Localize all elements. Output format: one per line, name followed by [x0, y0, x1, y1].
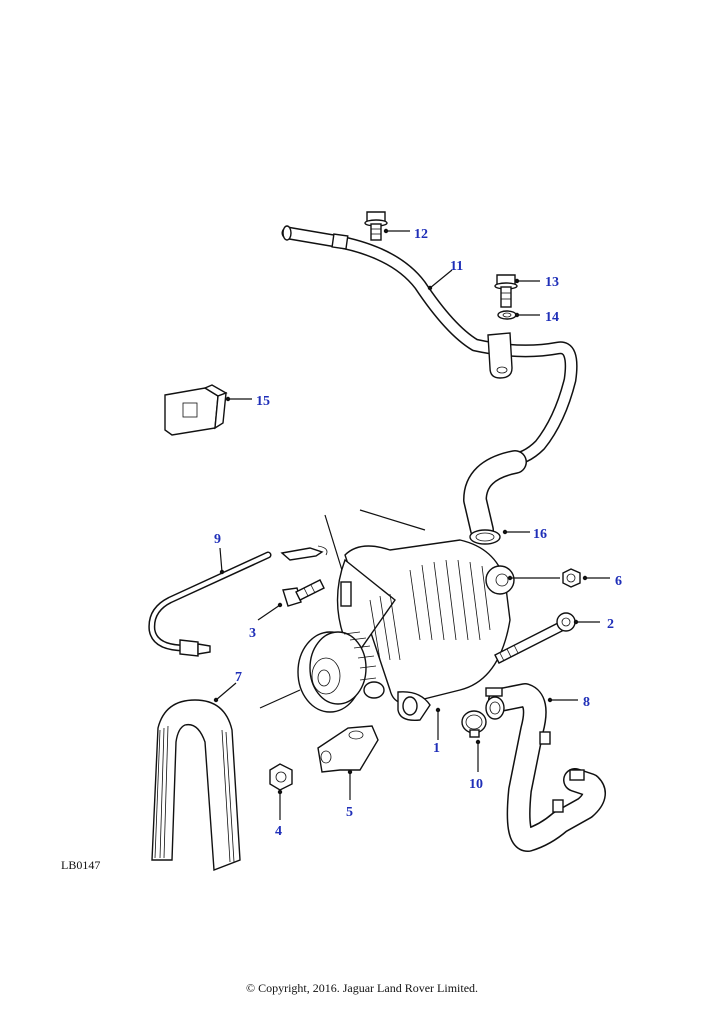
- callout-8: 8: [583, 695, 590, 710]
- callout-2: 2: [607, 617, 614, 632]
- callout-11: 11: [450, 259, 463, 274]
- leader-lines: [213, 228, 610, 820]
- nut-4: [269, 763, 293, 791]
- callout-9: 9: [214, 532, 221, 547]
- bolt-13: [494, 274, 518, 308]
- coolant-pipe: [281, 225, 578, 467]
- hose-clip: [461, 710, 487, 738]
- callout-12: 12: [414, 227, 428, 242]
- callout-3: 3: [249, 626, 256, 641]
- harness-lead: [148, 545, 328, 657]
- callouts: 1 2 3 4 5 6 7 8 9 10 11 12 13 14 15 16: [214, 227, 622, 839]
- mounting-bracket: [164, 384, 228, 436]
- callout-14: 14: [545, 310, 559, 325]
- heater-hose: [485, 683, 606, 852]
- copyright-notice: © Copyright, 2016. Jaguar Land Rover Lim…: [245, 981, 479, 995]
- callout-13: 13: [545, 275, 559, 290]
- drive-belt: [151, 699, 241, 871]
- nut-6: [562, 568, 581, 588]
- callout-5: 5: [346, 805, 353, 820]
- bolt-12: [364, 211, 388, 241]
- washer-14: [497, 310, 517, 320]
- coolant-hose: [463, 450, 527, 545]
- through-bolt: [494, 612, 576, 664]
- callout-6: 6: [615, 574, 622, 589]
- callout-7: 7: [235, 670, 242, 685]
- alternator: [297, 509, 515, 721]
- callout-10: 10: [469, 777, 483, 792]
- callout-16: 16: [533, 527, 547, 542]
- callout-4: 4: [275, 824, 282, 839]
- bolt-3: [282, 579, 325, 607]
- callout-1: 1: [433, 741, 440, 756]
- diagram-reference: LB0147: [61, 858, 100, 872]
- callout-15: 15: [256, 394, 270, 409]
- alternator-bracket: [317, 725, 379, 773]
